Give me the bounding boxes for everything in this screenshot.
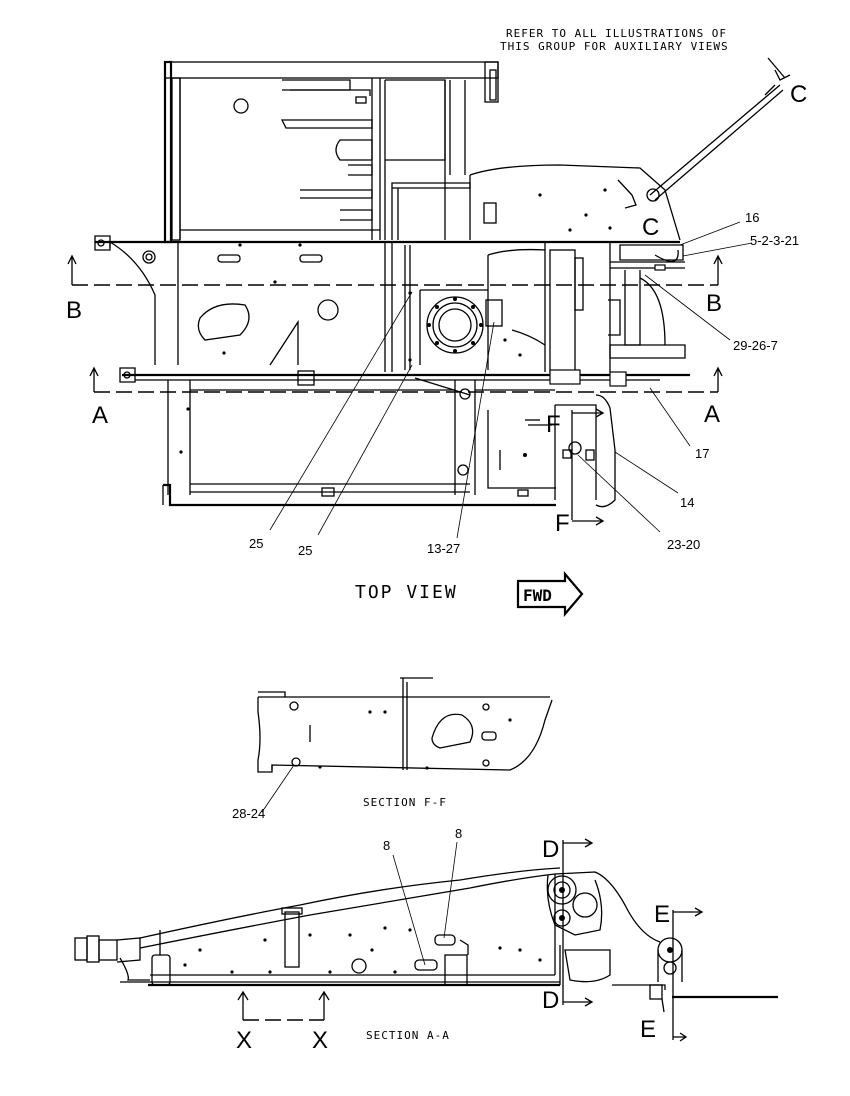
- callout-5-2-3-21: 5-2-3-21: [750, 233, 799, 248]
- top-view-title: TOP VIEW: [355, 582, 458, 603]
- callout-8-right: 8: [455, 826, 462, 841]
- section-x-right-label: X: [312, 1027, 328, 1054]
- section-c-right-label: C: [790, 81, 807, 108]
- section-line-b: [67, 254, 723, 286]
- top-view-leaders: [269, 221, 753, 539]
- callout-28-24: 28-24: [232, 806, 265, 821]
- section-line-e: [672, 907, 704, 1042]
- section-b-left-label: B: [66, 297, 82, 324]
- callout-25-left: 25: [249, 536, 263, 551]
- section-a-left-label: A: [92, 402, 108, 429]
- callout-29-26-7: 29-26-7: [733, 338, 778, 353]
- section-d-bottom-label: D: [542, 987, 559, 1014]
- auxiliary-views-note-line1: REFER TO ALL ILLUSTRATIONS OF: [506, 27, 727, 40]
- section-line-f: [571, 408, 605, 526]
- callout-25-right: 25: [298, 543, 312, 558]
- section-line-d: [562, 838, 594, 1007]
- section-ff-label: SECTION F-F: [363, 796, 447, 809]
- fwd-label: FWD: [523, 586, 552, 605]
- section-a-right-label: A: [704, 401, 720, 428]
- section-e-bottom-label: E: [640, 1016, 656, 1043]
- section-aa-label: SECTION A-A: [366, 1029, 450, 1042]
- callout-16: 16: [745, 210, 759, 225]
- callout-13-27: 13-27: [427, 541, 460, 556]
- callout-8-left: 8: [383, 838, 390, 853]
- section-aa-drawing: [74, 841, 778, 1013]
- section-d-top-label: D: [542, 836, 559, 863]
- callout-17: 17: [695, 446, 709, 461]
- callout-14: 14: [680, 495, 694, 510]
- section-line-a: [89, 366, 723, 393]
- auxiliary-views-note-line2: THIS GROUP FOR AUXILIARY VIEWS: [500, 40, 729, 53]
- fwd-arrow: [516, 571, 584, 617]
- section-b-right-label: B: [706, 290, 722, 317]
- section-c-left-label: C: [642, 214, 659, 241]
- callout-23-20: 23-20: [667, 537, 700, 552]
- section-f-bottom-label: F: [555, 510, 570, 537]
- section-x-left-label: X: [236, 1027, 252, 1054]
- section-f-top-label: F: [546, 411, 561, 438]
- section-ff-drawing: [257, 677, 553, 813]
- top-view-drawing: [94, 57, 791, 508]
- section-line-x: [237, 990, 330, 1021]
- section-e-top-label: E: [654, 901, 670, 928]
